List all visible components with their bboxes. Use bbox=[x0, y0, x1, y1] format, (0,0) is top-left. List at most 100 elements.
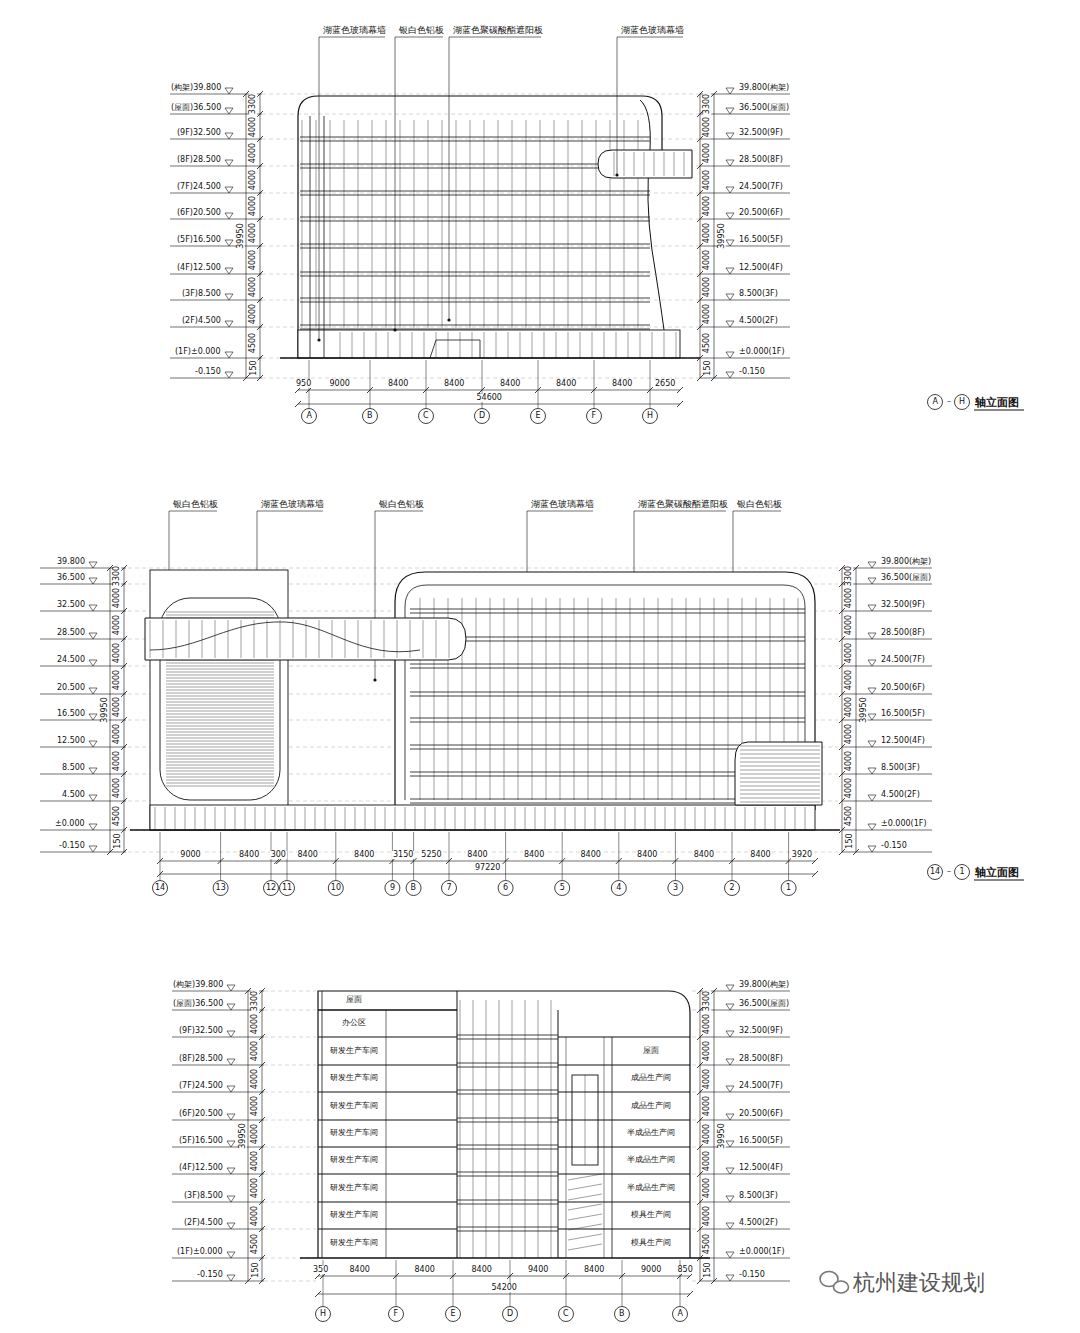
drawing-line bbox=[202, 620, 203, 658]
drawing-line bbox=[558, 1173, 690, 1174]
level-label: (2F)4.500 bbox=[183, 1219, 224, 1227]
drawing-line bbox=[740, 774, 820, 775]
dimension: 4000 bbox=[703, 1204, 711, 1226]
room-name: 办公区 bbox=[341, 1019, 367, 1027]
drawing-line bbox=[166, 711, 274, 712]
level-line bbox=[692, 1010, 700, 1011]
drawing-line bbox=[700, 300, 790, 301]
drawing-line bbox=[166, 786, 274, 787]
axis-number: A bbox=[306, 412, 313, 420]
drawing-line bbox=[604, 332, 605, 358]
drawing-line bbox=[405, 807, 406, 830]
level-marker bbox=[227, 1168, 235, 1174]
material-callout: 湖蓝色玻璃幕墙 bbox=[322, 26, 387, 35]
drawing-line bbox=[740, 786, 820, 787]
drawing-line bbox=[175, 807, 176, 830]
drawing-line bbox=[625, 807, 626, 830]
drawing-line bbox=[457, 1122, 558, 1123]
drawing-line bbox=[248, 991, 249, 1281]
drawing-line bbox=[574, 598, 575, 800]
dimension: 4000 bbox=[251, 1095, 259, 1117]
drawing-line bbox=[295, 401, 301, 407]
dimension: 4500 bbox=[845, 804, 853, 826]
level-marker bbox=[726, 294, 734, 300]
dimension: 4000 bbox=[113, 749, 121, 771]
drawing-line bbox=[160, 832, 161, 881]
building-outline bbox=[572, 1075, 598, 1165]
drawing-line bbox=[484, 120, 485, 328]
dimension: 4000 bbox=[703, 141, 711, 163]
drawing-line bbox=[616, 332, 617, 358]
axis-circle bbox=[264, 881, 279, 896]
dimension: 8400 bbox=[471, 1266, 493, 1274]
drawing-line bbox=[257, 190, 263, 196]
drawing-line bbox=[166, 783, 274, 784]
level-marker bbox=[89, 578, 97, 584]
level-label: (6F)20.500 bbox=[178, 1110, 224, 1118]
level-line bbox=[692, 1065, 700, 1066]
drawing-line bbox=[566, 1260, 567, 1307]
drawing-line bbox=[616, 598, 617, 800]
axis-number: H bbox=[646, 412, 654, 420]
drawing-line bbox=[259, 1171, 265, 1177]
dimension: 8400 bbox=[636, 851, 658, 859]
drawing-line bbox=[40, 801, 126, 802]
dimension: 4000 bbox=[249, 302, 257, 324]
dimension: 4000 bbox=[249, 276, 257, 298]
room-cell: 成品生产间 bbox=[614, 1095, 688, 1117]
drawing-line bbox=[166, 777, 274, 778]
drawing-line bbox=[245, 1278, 251, 1284]
dimension: 150 bbox=[703, 1261, 711, 1278]
level-marker bbox=[726, 1004, 734, 1010]
drawing-line bbox=[568, 1244, 602, 1250]
drawing-line bbox=[267, 620, 268, 658]
drawing-line bbox=[697, 324, 703, 330]
drawing-line bbox=[687, 1291, 693, 1297]
drawing-line bbox=[410, 664, 805, 665]
drawing-line bbox=[558, 1119, 690, 1120]
dimension: 8400 bbox=[297, 851, 319, 859]
drawing-line bbox=[318, 1119, 457, 1120]
drawing-line bbox=[371, 620, 372, 658]
drawing-line bbox=[605, 807, 606, 830]
building-outline bbox=[735, 742, 822, 805]
drawing-line bbox=[740, 802, 820, 803]
drawing-line bbox=[457, 1090, 558, 1091]
axis-number: 6 bbox=[502, 884, 509, 892]
room-name: 研发生产车间 bbox=[329, 1239, 379, 1247]
level-label: -0.150 bbox=[194, 368, 222, 376]
drawing-line bbox=[166, 684, 274, 685]
room-name: 模具生产间 bbox=[630, 1211, 672, 1219]
axis-circle bbox=[302, 409, 317, 424]
drawing-line bbox=[795, 807, 796, 830]
level-marker bbox=[227, 1031, 235, 1037]
drawing-line bbox=[535, 807, 536, 830]
drawing-line bbox=[170, 327, 262, 328]
drawing-line bbox=[740, 770, 820, 771]
drawing-line bbox=[166, 615, 274, 616]
drawing-line bbox=[839, 581, 845, 587]
level-line bbox=[692, 1202, 700, 1203]
drawing-line bbox=[842, 747, 932, 748]
drawing-line bbox=[490, 598, 491, 800]
dimension: 4000 bbox=[249, 249, 257, 271]
level-marker bbox=[726, 1141, 734, 1147]
level-label: (构架)39.800 bbox=[170, 84, 222, 92]
level-line bbox=[264, 991, 316, 992]
level-label: 12.500(4F) bbox=[880, 737, 926, 745]
drawing-line bbox=[257, 111, 263, 117]
drawing-line bbox=[257, 216, 263, 222]
level-marker bbox=[227, 1196, 235, 1202]
level-marker bbox=[89, 741, 97, 747]
level-label: (9F)32.500 bbox=[176, 129, 222, 137]
drawing-line bbox=[554, 120, 555, 328]
axis-circle bbox=[153, 881, 168, 896]
drawing-line bbox=[395, 37, 396, 330]
drawing-line bbox=[558, 1091, 690, 1092]
drawing-line bbox=[121, 771, 127, 777]
drawing-line bbox=[335, 832, 336, 881]
dimension: 4000 bbox=[113, 776, 121, 798]
drawing-line bbox=[300, 244, 650, 245]
drawing-line bbox=[358, 120, 359, 328]
drawing-line bbox=[700, 219, 790, 220]
